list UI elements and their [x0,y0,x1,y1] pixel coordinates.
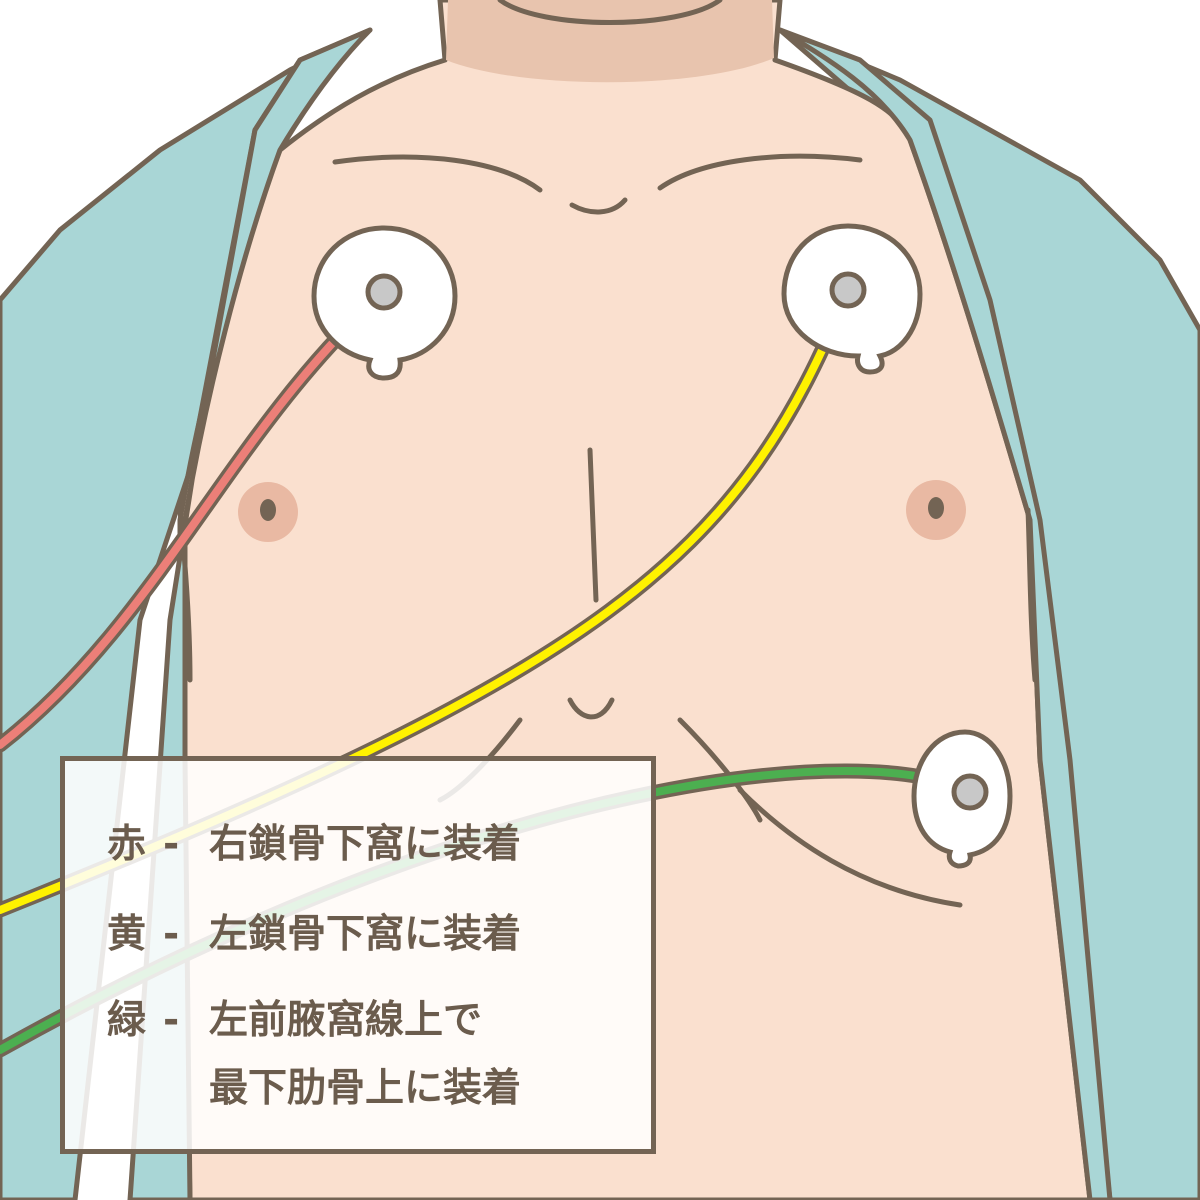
legend-text: 左鎖骨下窩に装着 [209,912,522,957]
right-nipple-center [260,499,276,521]
lead-placement-legend: 赤-右鎖骨下窩に装着 黄-左鎖骨下窩に装着 緑-左前腋窩線上で 最下肋骨上に装着 [60,756,656,1154]
nipples [238,480,966,542]
legend-key: 黄 [107,912,147,957]
electrode-green [911,729,1013,869]
legend-dash: - [163,912,180,957]
electrode-yellow [781,223,923,375]
legend-row-green: 緑-左前腋窩線上で [107,997,482,1045]
red-lead-wire [0,288,388,749]
electrode-red [311,225,458,381]
legend-key: 緑 [107,998,147,1043]
legend-dash: - [163,822,180,867]
gown-lapel-right [777,27,1113,1200]
electrode-stud [829,271,867,309]
chin-line [497,0,723,25]
legend-text: 右鎖骨下窩に装着 [209,822,522,867]
legend-text: 左前腋窩線上で [209,998,483,1043]
legend-row-green-continuation: 最下肋骨上に装着 [209,1065,521,1113]
neck-shadow [446,0,774,83]
legend-key: 赤 [107,822,147,867]
legend-text: 最下肋骨上に装着 [209,1066,522,1111]
legend-row-red: 赤-右鎖骨下窩に装着 [107,821,521,869]
legend-row-yellow: 黄-左鎖骨下窩に装着 [107,911,521,959]
left-nipple-center [928,497,944,519]
legend-dash: - [163,998,180,1043]
electrode-stud [365,273,403,311]
electrode-stud [951,773,989,811]
